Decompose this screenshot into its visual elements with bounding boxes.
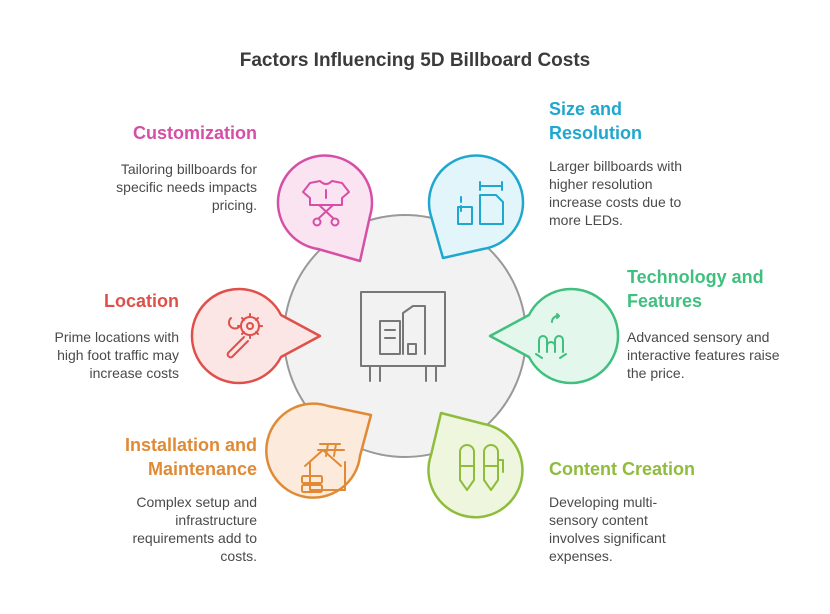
size-resolution-heading: Size and Resolution <box>549 99 642 143</box>
installation-maintenance-description: Complex setup and infrastructure require… <box>132 494 257 564</box>
content-creation-node <box>427 411 524 519</box>
customization-description: Tailoring billboards for specific needs … <box>116 161 257 213</box>
resize-icon <box>457 181 504 225</box>
customization-node <box>276 154 374 263</box>
house-tools-icon <box>301 443 346 493</box>
shirt-scissors-icon <box>302 180 350 227</box>
customization-heading: Customization <box>133 123 257 143</box>
installation-maintenance-heading: Installation and Maintenance <box>124 435 257 479</box>
content-creation-heading: Content Creation <box>549 459 695 479</box>
size-resolution-description: Larger billboards with higher resolution… <box>549 158 683 228</box>
size-resolution-node <box>427 154 525 260</box>
location-heading: Location <box>104 291 179 311</box>
technology-features-node <box>488 287 620 385</box>
billboard-icon <box>360 291 446 382</box>
diagram-title: Factors Influencing 5D Billboard Costs <box>239 50 591 71</box>
content-creation-description: Developing multi- sensory content involv… <box>549 494 666 564</box>
technology-features-description: Advanced sensory and interactive feature… <box>627 329 780 381</box>
touch-gesture-icon <box>535 313 567 359</box>
location-node <box>190 287 322 385</box>
technology-features-heading: Technology and Features <box>627 267 764 311</box>
pens-icon <box>459 444 504 491</box>
location-description: Prime locations with high foot traffic m… <box>54 329 180 381</box>
installation-maintenance-node <box>265 402 373 499</box>
wrench-gear-icon <box>226 313 263 359</box>
